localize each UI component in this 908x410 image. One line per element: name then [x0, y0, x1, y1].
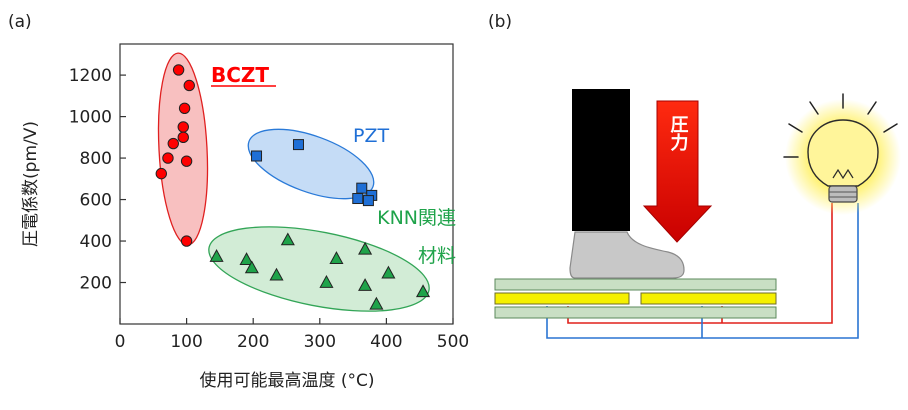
y-tick-label: 800 [80, 149, 112, 169]
data-point [362, 195, 374, 207]
y-tick-label: 1200 [69, 66, 112, 86]
data-point [172, 64, 185, 76]
leg-icon [572, 89, 630, 231]
x-tick-label: 300 [304, 332, 336, 352]
data-point [356, 182, 368, 194]
data-point [358, 241, 373, 255]
data-point [209, 249, 224, 262]
data-point [167, 137, 179, 150]
data-point [180, 235, 193, 247]
y-axis-label: 圧電係数(pm/V) [21, 121, 41, 247]
data-point [177, 121, 189, 133]
series-label-knn-line2: 材料 [418, 245, 456, 267]
y-tick-label: 400 [80, 232, 112, 252]
x-axis-label: 使用可能最高温度 (°C) [199, 370, 374, 391]
data-point [244, 260, 259, 274]
data-point [329, 251, 344, 264]
pressure-label: 圧力 [668, 115, 689, 152]
data-point [177, 131, 189, 144]
data-markers [155, 64, 431, 310]
scatter-chart: 0 100 200 300 400 500 200 400 600 800 1000 1200 BCZ… [21, 43, 469, 391]
axis-ticks: 0 100 200 300 400 500 200 400 600 800 1000 1200 [69, 66, 469, 352]
data-point [183, 79, 195, 92]
light-bulb-icon [807, 119, 879, 203]
pzt-region [247, 128, 375, 200]
x-tick-label: 500 [437, 332, 469, 352]
device-diagram: 圧力 [494, 89, 901, 339]
x-tick-label: 200 [237, 332, 269, 352]
data-point [269, 267, 284, 281]
series-label-knn-line1: KNN関連 [377, 207, 456, 229]
panel-a-label: (a) [8, 12, 32, 32]
data-point [162, 152, 174, 164]
series-regions [157, 52, 430, 312]
x-tick-label: 400 [370, 332, 402, 352]
knn-region [208, 226, 430, 312]
pressure-arrow-icon [642, 100, 713, 243]
right-electrode [640, 292, 777, 305]
data-point [251, 150, 263, 162]
data-point [415, 284, 431, 298]
y-tick-label: 200 [80, 274, 112, 294]
data-point [292, 139, 304, 151]
y-tick-label: 1000 [69, 108, 112, 128]
data-point [319, 274, 334, 288]
left-electrode [494, 292, 630, 305]
bczt-region [157, 52, 209, 246]
data-point [369, 296, 384, 310]
plot-frame [119, 43, 454, 325]
data-point [178, 102, 191, 114]
data-point [280, 232, 295, 246]
y-tick-label: 600 [80, 191, 112, 211]
light-rays-icon [783, 93, 898, 158]
bottom-substrate-layer [494, 306, 777, 319]
series-label-bczt: BCZT [211, 63, 269, 87]
data-point [352, 193, 364, 205]
data-point [358, 278, 373, 291]
x-tick-label: 0 [115, 332, 126, 352]
data-point [239, 252, 254, 266]
series-label-pzt: PZT [353, 125, 389, 147]
panel-b-label: (b) [488, 12, 512, 32]
shoe-icon [569, 231, 685, 279]
x-tick-label: 100 [170, 332, 202, 352]
data-point [155, 167, 167, 180]
series-labels: BCZT PZT KNN関連 材料 [211, 63, 456, 267]
data-point [381, 265, 396, 279]
top-substrate-layer [494, 278, 777, 291]
data-point [180, 155, 193, 167]
